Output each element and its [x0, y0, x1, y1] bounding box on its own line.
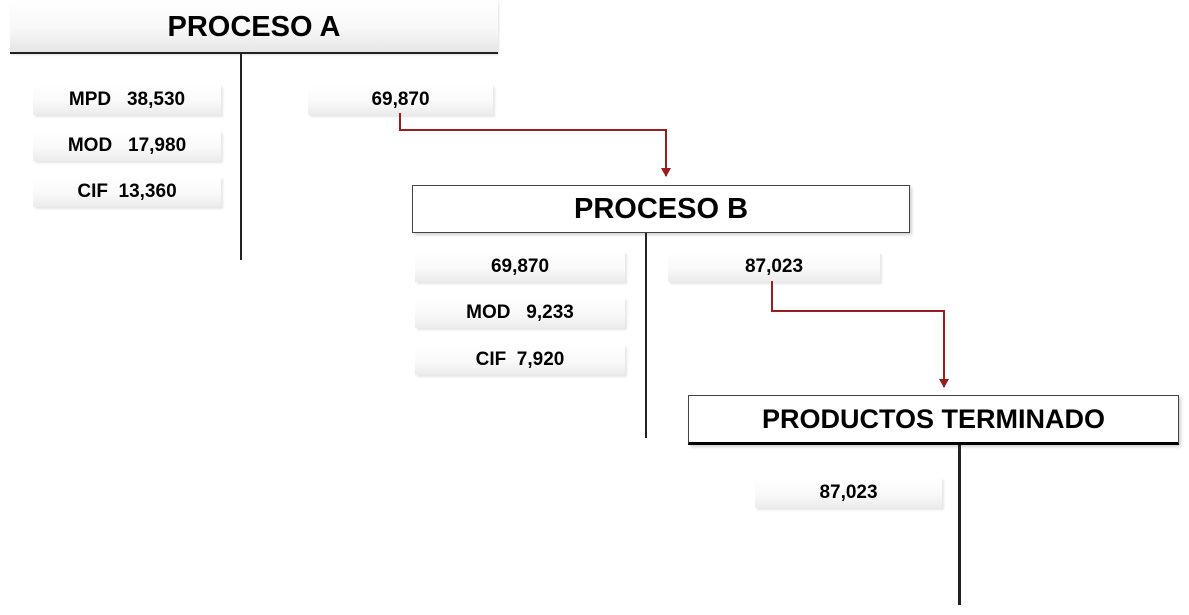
proceso-b-credit-total: 87,023 — [668, 252, 880, 282]
proceso-a-credit-total: 69,870 — [308, 85, 493, 115]
proceso-b-divider — [645, 233, 647, 438]
proceso-b-debit-mod: MOD 9,233 — [415, 298, 625, 328]
arrow-a-to-b — [399, 113, 671, 177]
proceso-b-debit-cif: CIF 7,920 — [415, 345, 625, 375]
proceso-b-title: PROCESO B — [412, 185, 910, 233]
proceso-a-divider — [240, 54, 242, 260]
arrow-b-to-pt — [771, 281, 949, 388]
proceso-b-debit-transfer: 69,870 — [415, 252, 625, 282]
productos-terminado-title: PRODUCTOS TERMINADO — [688, 395, 1179, 445]
productos-terminado-debit-transfer: 87,023 — [755, 478, 942, 508]
productos-terminado-divider — [958, 445, 961, 605]
proceso-a-debit-cif: CIF 13,360 — [33, 177, 221, 207]
proceso-a-debit-mpd: MPD 38,530 — [33, 85, 221, 115]
proceso-a-title: PROCESO A — [10, 2, 498, 54]
proceso-a-debit-mod: MOD 17,980 — [33, 131, 221, 161]
